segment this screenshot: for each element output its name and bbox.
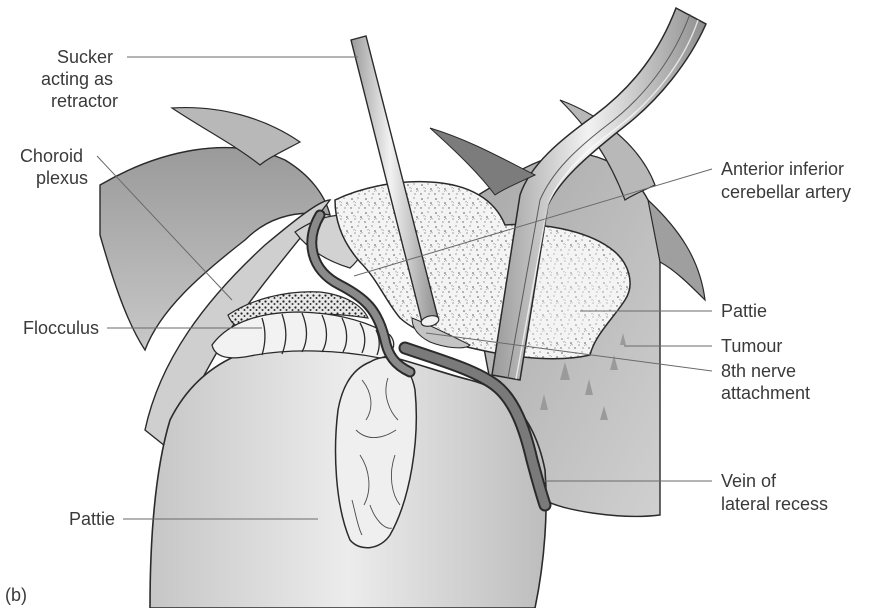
label-pattie-left: Pattie <box>69 509 115 529</box>
label-vein-lateral-recess: Vein of lateral recess <box>721 471 828 514</box>
label-pattie-right: Pattie <box>721 301 767 321</box>
label-tumour: Tumour <box>721 336 782 356</box>
figure-tag: (b) <box>5 585 27 605</box>
anatomy <box>100 8 706 608</box>
label-choroid-plexus: Choroid plexus <box>20 146 88 188</box>
label-sucker: Sucker acting as retractor <box>41 47 118 111</box>
label-flocculus: Flocculus <box>23 318 99 338</box>
label-aica: Anterior inferior cerebellar artery <box>721 159 851 202</box>
label-8th-nerve: 8th nerve attachment <box>721 361 810 403</box>
